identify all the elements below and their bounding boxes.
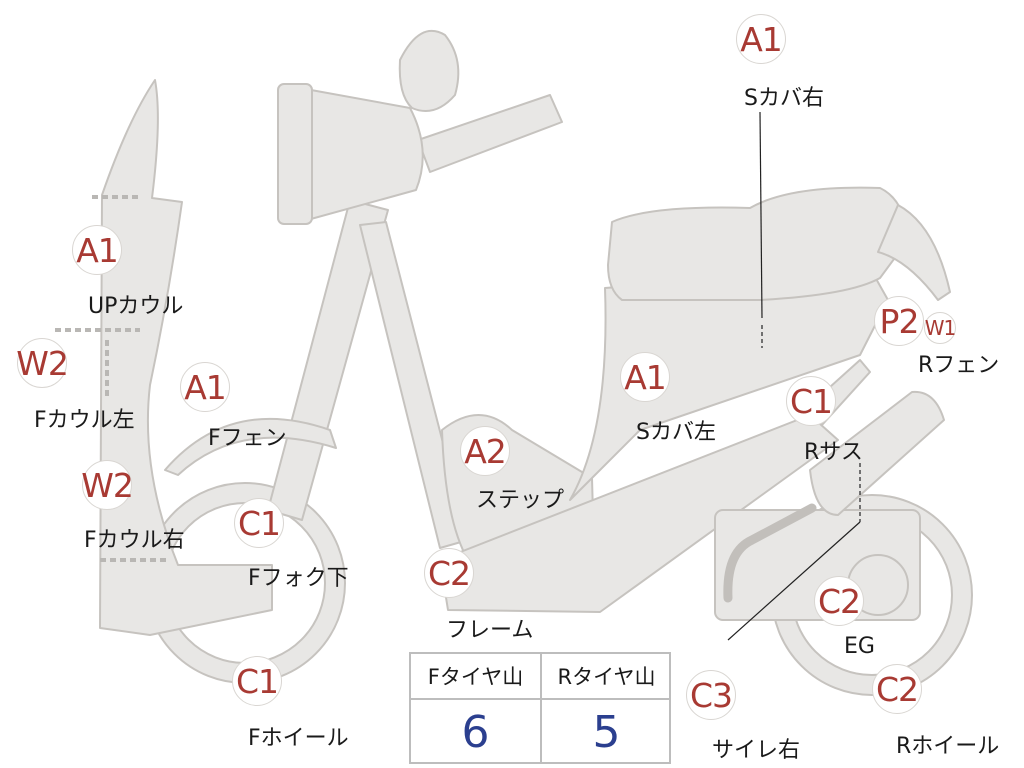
muffler-shape <box>809 390 945 516</box>
marker-c3-muffler-right: C3 <box>686 670 736 720</box>
front-tire-tread-header: Fタイヤ山 <box>427 665 524 689</box>
front-tire-tread-value: 6 <box>461 706 490 758</box>
marker-w2-f-cowl-right: W2 <box>81 460 134 510</box>
label-f-fork-lower: Fフォク下 <box>248 566 349 591</box>
exhaust-pipe-shape <box>723 503 817 603</box>
marker-c2-engine: C2 <box>814 576 864 626</box>
label-engine: EG <box>844 634 875 659</box>
label-frame: フレーム <box>446 618 534 643</box>
marker-p2-r-fender: P2 <box>874 296 924 346</box>
marker-c2-frame: C2 <box>424 548 474 598</box>
marker-a2-step: A2 <box>460 426 510 476</box>
table-column-divider <box>540 654 542 762</box>
label-s-cover-right: Sカバ右 <box>744 86 824 111</box>
marker-c1-f-fork-lower: C1 <box>234 498 284 548</box>
marker-a1-s-cover-right: A1 <box>736 14 786 64</box>
label-f-wheel: Fホイール <box>248 726 349 751</box>
label-f-cowl-left: Fカウル左 <box>34 408 135 433</box>
label-step: ステップ <box>476 488 565 513</box>
handlebar-shape <box>417 94 563 173</box>
label-muffler-right: サイレ右 <box>712 738 801 763</box>
label-f-cowl-right: Fカウル右 <box>84 528 185 553</box>
marker-a1-f-fender: A1 <box>180 362 230 412</box>
front-fender-shape <box>164 417 337 476</box>
mirror-shape <box>398 30 460 112</box>
side-cover-shape <box>569 267 889 501</box>
label-r-wheel: Rホイール <box>896 734 1000 759</box>
label-up-cowl: UPカウル <box>88 294 184 319</box>
label-r-fender: Rフェン <box>918 353 1000 378</box>
rear-tire-tread-value: 5 <box>592 706 621 758</box>
label-f-fender: Fフェン <box>208 426 287 451</box>
marker-c2-r-wheel: C2 <box>872 664 922 714</box>
handle-grip-shape <box>277 83 313 225</box>
rear-fender-shape <box>877 204 951 301</box>
marker-a1-up-cowl: A1 <box>72 225 122 275</box>
muffler-leader <box>727 521 861 641</box>
marker-c1-f-wheel: C1 <box>232 656 282 706</box>
seat-shape <box>607 186 909 301</box>
rear-tire-tread-header: Rタイヤ山 <box>557 665 656 689</box>
marker-w2-f-cowl-left: W2 <box>16 338 69 388</box>
s-cover-right-leader <box>759 111 763 319</box>
front-cowl-shape <box>99 79 273 636</box>
marker-w1-r-fender: W1 <box>924 312 956 344</box>
label-r-suspension: Rサス <box>804 440 863 465</box>
tire-tread-table: Fタイヤ山 Rタイヤ山 6 5 <box>409 652 671 764</box>
marker-a1-s-cover-left: A1 <box>620 352 670 402</box>
headlight-shape <box>294 87 424 223</box>
marker-c1-r-suspension: C1 <box>786 376 836 426</box>
label-s-cover-left: Sカバ左 <box>636 420 716 445</box>
